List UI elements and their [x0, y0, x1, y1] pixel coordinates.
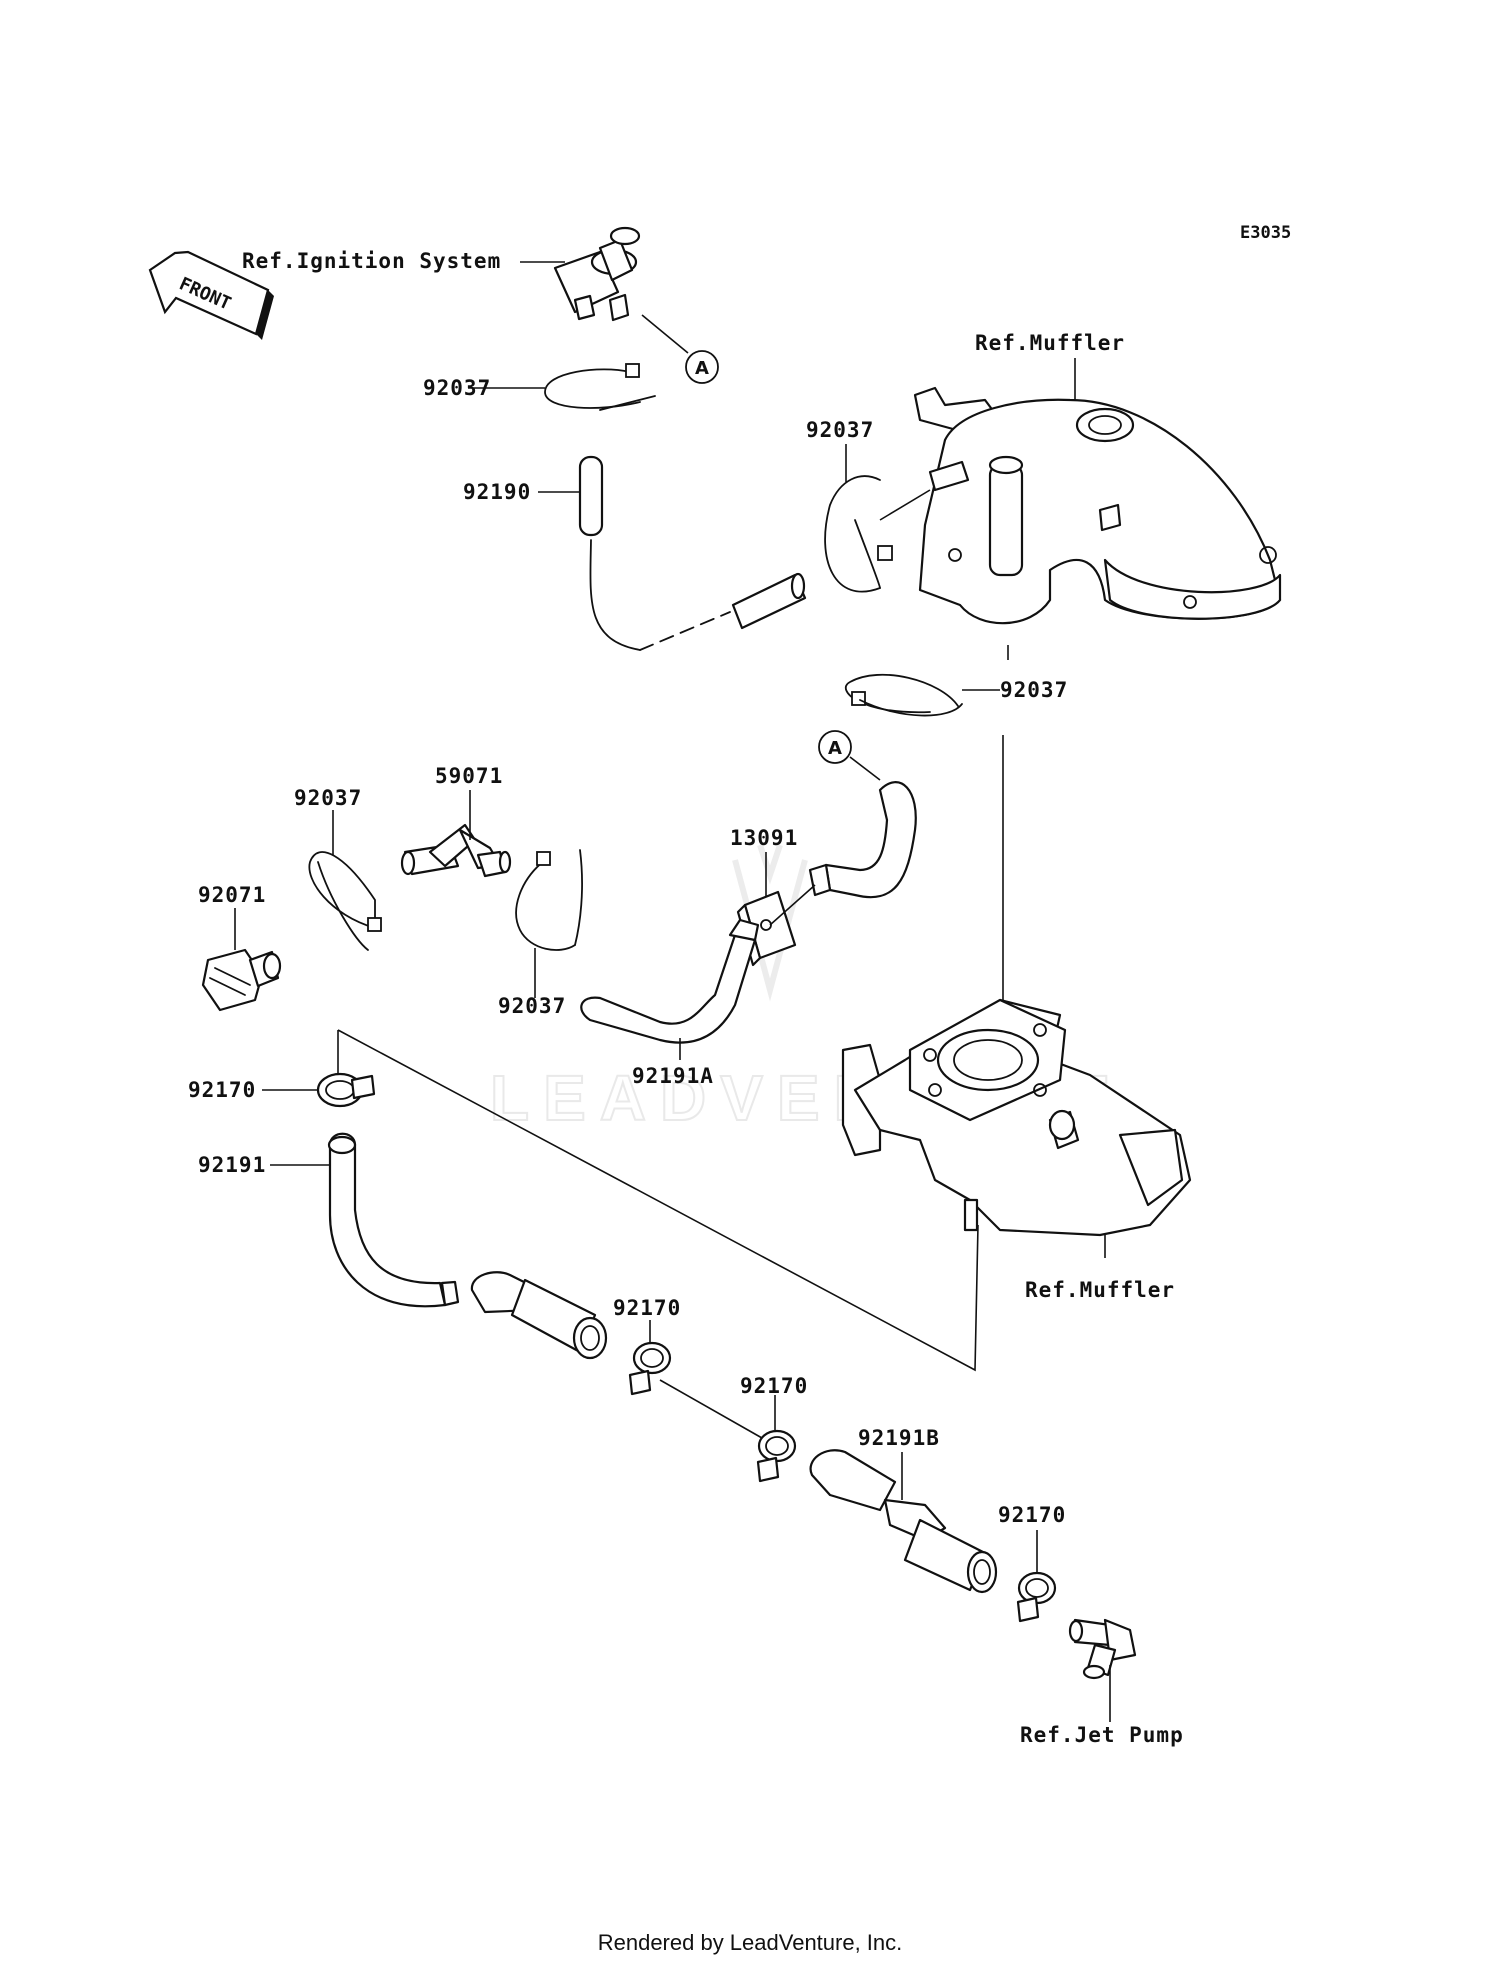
- hose-clamp-92170-mid: [628, 1341, 672, 1396]
- leader-clamp-to-muffler: [879, 489, 931, 521]
- leader-marker-a-lower: [849, 756, 881, 781]
- label-92170-d: 92170: [998, 1503, 1066, 1527]
- label-13091: 13091: [730, 826, 798, 850]
- hose-clamp-92037-mid-right: [515, 849, 583, 951]
- hose-clamp-92037-right: [844, 673, 963, 717]
- hose-clamp-92037-mid-left: [308, 851, 382, 951]
- label-92191a: 92191A: [632, 1064, 714, 1088]
- hose-92191b: [809, 1449, 998, 1594]
- leader-plug-to-muffler: [337, 1029, 979, 1372]
- hose-clamp-92037-muffler-top: [824, 475, 893, 593]
- leader-marker-a-top: [641, 314, 689, 354]
- leader-grommet-hose: [769, 884, 816, 926]
- label-92037-b: 92037: [806, 418, 874, 442]
- hose-clamp-92170-lower: [756, 1429, 797, 1483]
- label-92037-e: 92037: [498, 994, 566, 1018]
- label-92037-d: 92037: [294, 786, 362, 810]
- label-92037-a: 92037: [423, 376, 491, 400]
- plug-92071: [201, 948, 282, 1012]
- hose-clamp-92037-top: [544, 363, 656, 411]
- diagram-code: E3035: [1240, 223, 1291, 243]
- marker-a-top-text: A: [695, 358, 709, 379]
- label-ref-jet-pump: Ref.Jet Pump: [1020, 1723, 1184, 1747]
- label-ref-muffler-top: Ref.Muffler: [975, 331, 1125, 355]
- label-ref-ignition-system: Ref.Ignition System: [242, 249, 501, 273]
- label-92071: 92071: [198, 883, 266, 907]
- label-92170-c: 92170: [740, 1374, 808, 1398]
- label-92191: 92191: [198, 1153, 266, 1177]
- marker-a-top: A: [685, 350, 719, 384]
- footer-text: Rendered by LeadVenture, Inc.: [598, 1930, 903, 1955]
- jet-pump-fitting: [1068, 1618, 1137, 1680]
- hose-92190: [578, 455, 807, 651]
- hose-upper-from-a: [808, 781, 917, 899]
- label-92191b: 92191B: [858, 1426, 940, 1450]
- ignition-fitting: [553, 226, 641, 322]
- hose-clamp-92170-left: [316, 1072, 376, 1108]
- label-92170-b: 92170: [613, 1296, 681, 1320]
- label-ref-muffler-bottom: Ref.Muffler: [1025, 1278, 1175, 1302]
- pipe-59071: [400, 823, 512, 878]
- label-59071: 59071: [435, 764, 503, 788]
- label-92170-a: 92170: [188, 1078, 256, 1102]
- label-92037-c: 92037: [1000, 678, 1068, 702]
- marker-a-lower: A: [818, 730, 852, 764]
- muffler-top: [913, 386, 1282, 625]
- marker-a-lower-text: A: [828, 738, 842, 759]
- leader-clamp-chain: [659, 1379, 763, 1439]
- hose-92191a: [580, 918, 760, 1044]
- hose-92191: [327, 1132, 608, 1360]
- muffler-bottom: [841, 998, 1192, 1237]
- label-92190: 92190: [463, 480, 531, 504]
- hose-clamp-92170-right: [1016, 1571, 1057, 1623]
